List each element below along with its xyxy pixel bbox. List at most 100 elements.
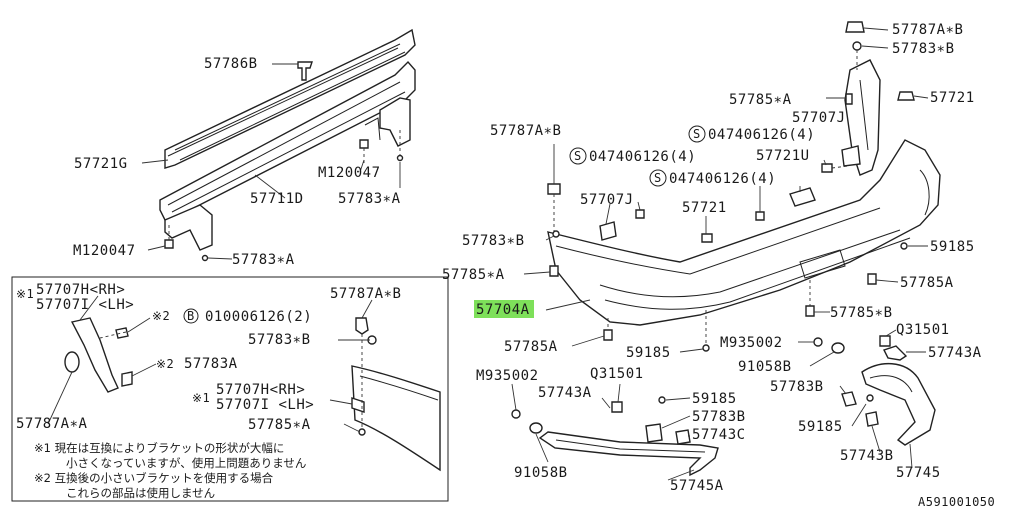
label-57745a: 57745A <box>670 478 724 494</box>
label-57783b-mid: 57783∗B <box>462 233 525 249</box>
s-symbol-b-text: S <box>574 149 582 163</box>
label-m935002-right: M935002 <box>720 335 783 351</box>
screw-57785b[interactable] <box>805 280 815 317</box>
inset-label-57787aa: 57787A∗A <box>16 416 88 432</box>
label-57721u: 57721U <box>756 148 810 164</box>
nut-m935002-right[interactable] <box>813 337 823 347</box>
diagram-code: A591001050 <box>918 495 995 509</box>
note-2b: これらの部品は使用しません <box>66 486 215 500</box>
label-57786b: 57786B <box>204 56 258 72</box>
label-m120047-lower: M120047 <box>73 243 136 259</box>
label-57721-top: 57721 <box>930 90 975 106</box>
label-57743b: 57743B <box>840 448 894 464</box>
b-symbol-text: B <box>187 309 195 323</box>
grommet-91058b-left[interactable] <box>529 422 543 434</box>
bracket-57707j[interactable] <box>599 209 645 241</box>
label-57721g: 57721G <box>74 156 128 172</box>
nut-59185-c[interactable] <box>658 396 666 404</box>
lower-cover-57745a[interactable] <box>538 401 719 477</box>
screw-57785a-right[interactable] <box>867 273 877 285</box>
label-59185-low: 59185 <box>626 345 671 361</box>
label-57721-mid: 57721 <box>682 200 727 216</box>
label-57783a-lower: 57783∗A <box>232 252 295 268</box>
screw-57785a-top[interactable] <box>845 93 853 105</box>
label-047406126-b: 047406126(4) <box>589 149 696 165</box>
screw-57785a-low[interactable] <box>603 318 613 341</box>
inset-label-57787ab: 57787A∗B <box>330 286 401 302</box>
s-symbol-c-text: S <box>654 171 662 185</box>
label-57783b-c: 57783B <box>692 409 746 425</box>
screw-57721u[interactable] <box>821 163 849 173</box>
label-59185-r2: 59185 <box>798 419 843 435</box>
clip-57787ab-mid[interactable] <box>547 183 561 232</box>
clip-57787ab-top[interactable] <box>845 21 865 33</box>
inset-bumper-corner[interactable] <box>351 317 441 472</box>
inset-label-57783a: 57783A <box>184 356 238 372</box>
inset-bracket-left[interactable] <box>64 317 133 393</box>
inset-mark-1b: ※1 <box>192 391 210 405</box>
inset-mark-2a: ※2 <box>152 309 170 323</box>
label-57711d: 57711D <box>250 191 304 207</box>
bolt-m120047-lower[interactable] <box>164 225 174 249</box>
energy-absorber-57721g[interactable] <box>164 28 416 169</box>
bracket-center[interactable] <box>755 187 816 221</box>
label-57704a[interactable]: 57704A <box>476 302 530 318</box>
label-57783b-top: 57783∗B <box>892 41 955 57</box>
label-57707j-top: 57707J <box>792 110 846 126</box>
nut-59185-low[interactable] <box>702 310 710 352</box>
note-1b: 小さくなっていますが、使用上問題ありません <box>66 456 306 470</box>
s-symbol-b <box>569 147 587 165</box>
inset-label-010006126: 010006126(2) <box>205 309 312 325</box>
label-m120047-upper: M120047 <box>318 165 381 181</box>
label-57785b: 57785∗B <box>830 305 893 321</box>
grommet-91058b-right[interactable] <box>831 342 845 354</box>
label-57785a-low: 57785A <box>504 339 558 355</box>
inset-label-57707i: 57707I <LH> <box>36 297 134 313</box>
b-symbol <box>183 308 199 324</box>
s-symbol-a-text: S <box>693 127 701 141</box>
s-symbol-a <box>688 125 706 143</box>
clip-q31501-right[interactable] <box>879 335 891 347</box>
screw-57785a-mid[interactable] <box>549 265 559 277</box>
rear-bumper-face-57704a[interactable] <box>547 139 941 326</box>
nut-m935002-left[interactable] <box>511 409 521 419</box>
label-57743a-left: 57743A <box>538 385 592 401</box>
inset-mark-2b: ※2 <box>156 357 174 371</box>
nut-57783a-upper[interactable] <box>396 130 404 162</box>
inset-label-57783b: 57783∗B <box>248 332 311 348</box>
nut-57783b-mid[interactable] <box>552 230 560 238</box>
label-91058b-left: 91058B <box>514 465 568 481</box>
note-1: ※1 現在は互換によりブラケットの形状が大幅に <box>34 441 284 455</box>
label-57785a-top: 57785∗A <box>729 92 792 108</box>
label-57783b-right: 57783B <box>770 379 824 395</box>
label-047406126-a: 047406126(4) <box>708 127 815 143</box>
inset-box <box>11 276 449 502</box>
side-bracket-right[interactable] <box>841 59 881 176</box>
clip-57721-mid[interactable] <box>701 233 713 243</box>
label-57745: 57745 <box>896 465 941 481</box>
s-symbol-c <box>649 169 667 187</box>
label-57785a-right: 57785A <box>900 275 954 291</box>
nut-59185-right[interactable] <box>900 242 908 250</box>
reinforcement-beam-57711d[interactable] <box>159 60 416 251</box>
inset-label-57707h-b: 57707H<RH> <box>216 382 305 398</box>
label-57787ab-top: 57787A∗B <box>892 22 963 38</box>
clip-57721-top[interactable] <box>897 91 915 101</box>
inset-label-57707h: 57707H<RH> <box>36 282 125 298</box>
label-91058b-right: 91058B <box>738 359 792 375</box>
side-cover-57745[interactable] <box>841 345 936 446</box>
nut-57783a-lower[interactable] <box>201 254 209 262</box>
inset-label-57707i-b: 57707I <LH> <box>216 397 314 413</box>
label-57783a-upper: 57783∗A <box>338 191 401 207</box>
label-57743c: 57743C <box>692 427 746 443</box>
nut-59185-r2[interactable] <box>866 394 874 402</box>
label-047406126-c: 047406126(4) <box>669 171 776 187</box>
note-2: ※2 互換後の小さいブラケットを使用する場合 <box>34 471 274 485</box>
nut-57783b-top[interactable] <box>852 41 862 70</box>
label-m935002-left: M935002 <box>476 368 539 384</box>
clip-57786b[interactable] <box>297 61 313 81</box>
bolt-m120047-upper[interactable] <box>359 139 369 165</box>
label-59185-right: 59185 <box>930 239 975 255</box>
